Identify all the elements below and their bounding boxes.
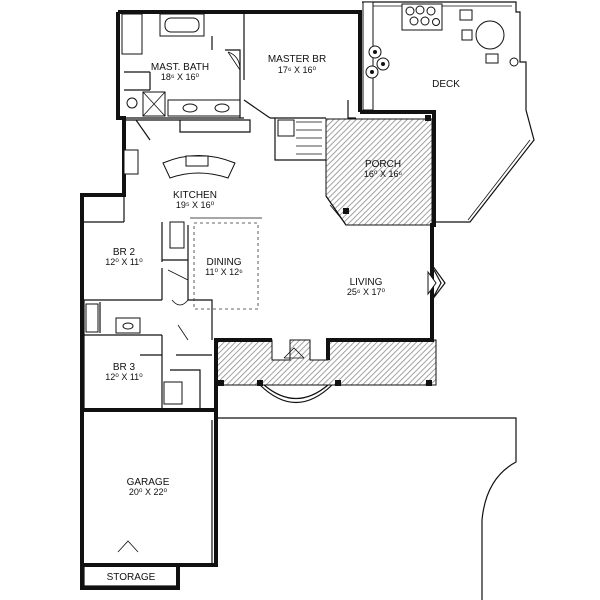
porch-column [425,115,431,121]
pantry-icon [169,221,185,249]
porch-column [257,380,263,386]
br2-size: 12⁰ X 11⁰ [105,257,143,267]
bath2-tub [85,303,99,333]
br2-walls [84,195,163,301]
porch-column [218,380,224,386]
patio-table-icon [459,9,519,67]
br3-label: BR 3 [113,362,136,373]
kitchen-size: 19⁵ X 16⁰ [176,200,215,210]
dining-outline [193,222,259,310]
kitchen-island [162,155,236,179]
bath2-sink [122,322,134,330]
fireplace-icon [427,270,437,296]
master-br-size: 17⁶ X 16⁰ [278,65,317,75]
deck-label: DECK [432,79,460,90]
porch-hatch [325,118,433,226]
storage-label: STORAGE [107,572,156,583]
deck-planter-icon [401,3,443,31]
mast-bath-size: 18⁶ X 16⁰ [161,72,200,82]
porch-column [343,208,349,214]
fridge-icon [123,149,139,175]
porch-column [335,380,341,386]
driveway [216,417,517,600]
garage-label: GARAGE [127,477,170,488]
dining-label: DINING [207,257,242,268]
br3-size: 12⁰ X 11⁰ [105,372,143,382]
garage-size: 20⁰ X 22⁰ [129,487,168,497]
master-bath-door [227,51,241,71]
porch-door [329,204,345,223]
stair-lines [296,121,322,155]
bay-window [431,264,446,301]
exterior-wall-living [214,110,436,390]
front-step [259,384,333,404]
cooktop-icon [185,155,209,167]
porch-label: PORCH [365,159,401,170]
hall-walls [162,225,213,356]
exterior-wall-bedroom-wing [80,10,362,590]
door-swing [167,269,189,341]
living-size: 25⁶ X 17⁰ [347,287,386,297]
closet-fixture [277,119,295,137]
br2-label: BR 2 [113,247,136,258]
br3-closet [163,381,183,405]
front-porch-hatch [215,339,437,386]
garage-entry [117,540,139,553]
living-label: LIVING [350,277,383,288]
entry-doors [283,347,305,359]
storage-room [83,565,179,587]
shrub-icon [365,45,390,79]
deck-outline [362,1,535,223]
master-bath-walls [124,12,245,119]
mast-bath-label: MAST. BATH [151,62,209,73]
master-br-walls [243,99,356,161]
master-br-label: MASTER BR [268,54,326,65]
bath2-walls [83,300,162,336]
br3-walls [83,335,201,410]
dining-size: 11⁰ X 12⁶ [205,267,243,277]
porch-size: 16⁰ X 16⁶ [364,169,403,179]
kitchen-label: KITCHEN [173,190,217,201]
garage-wall [82,408,216,567]
porch-column [426,380,432,386]
